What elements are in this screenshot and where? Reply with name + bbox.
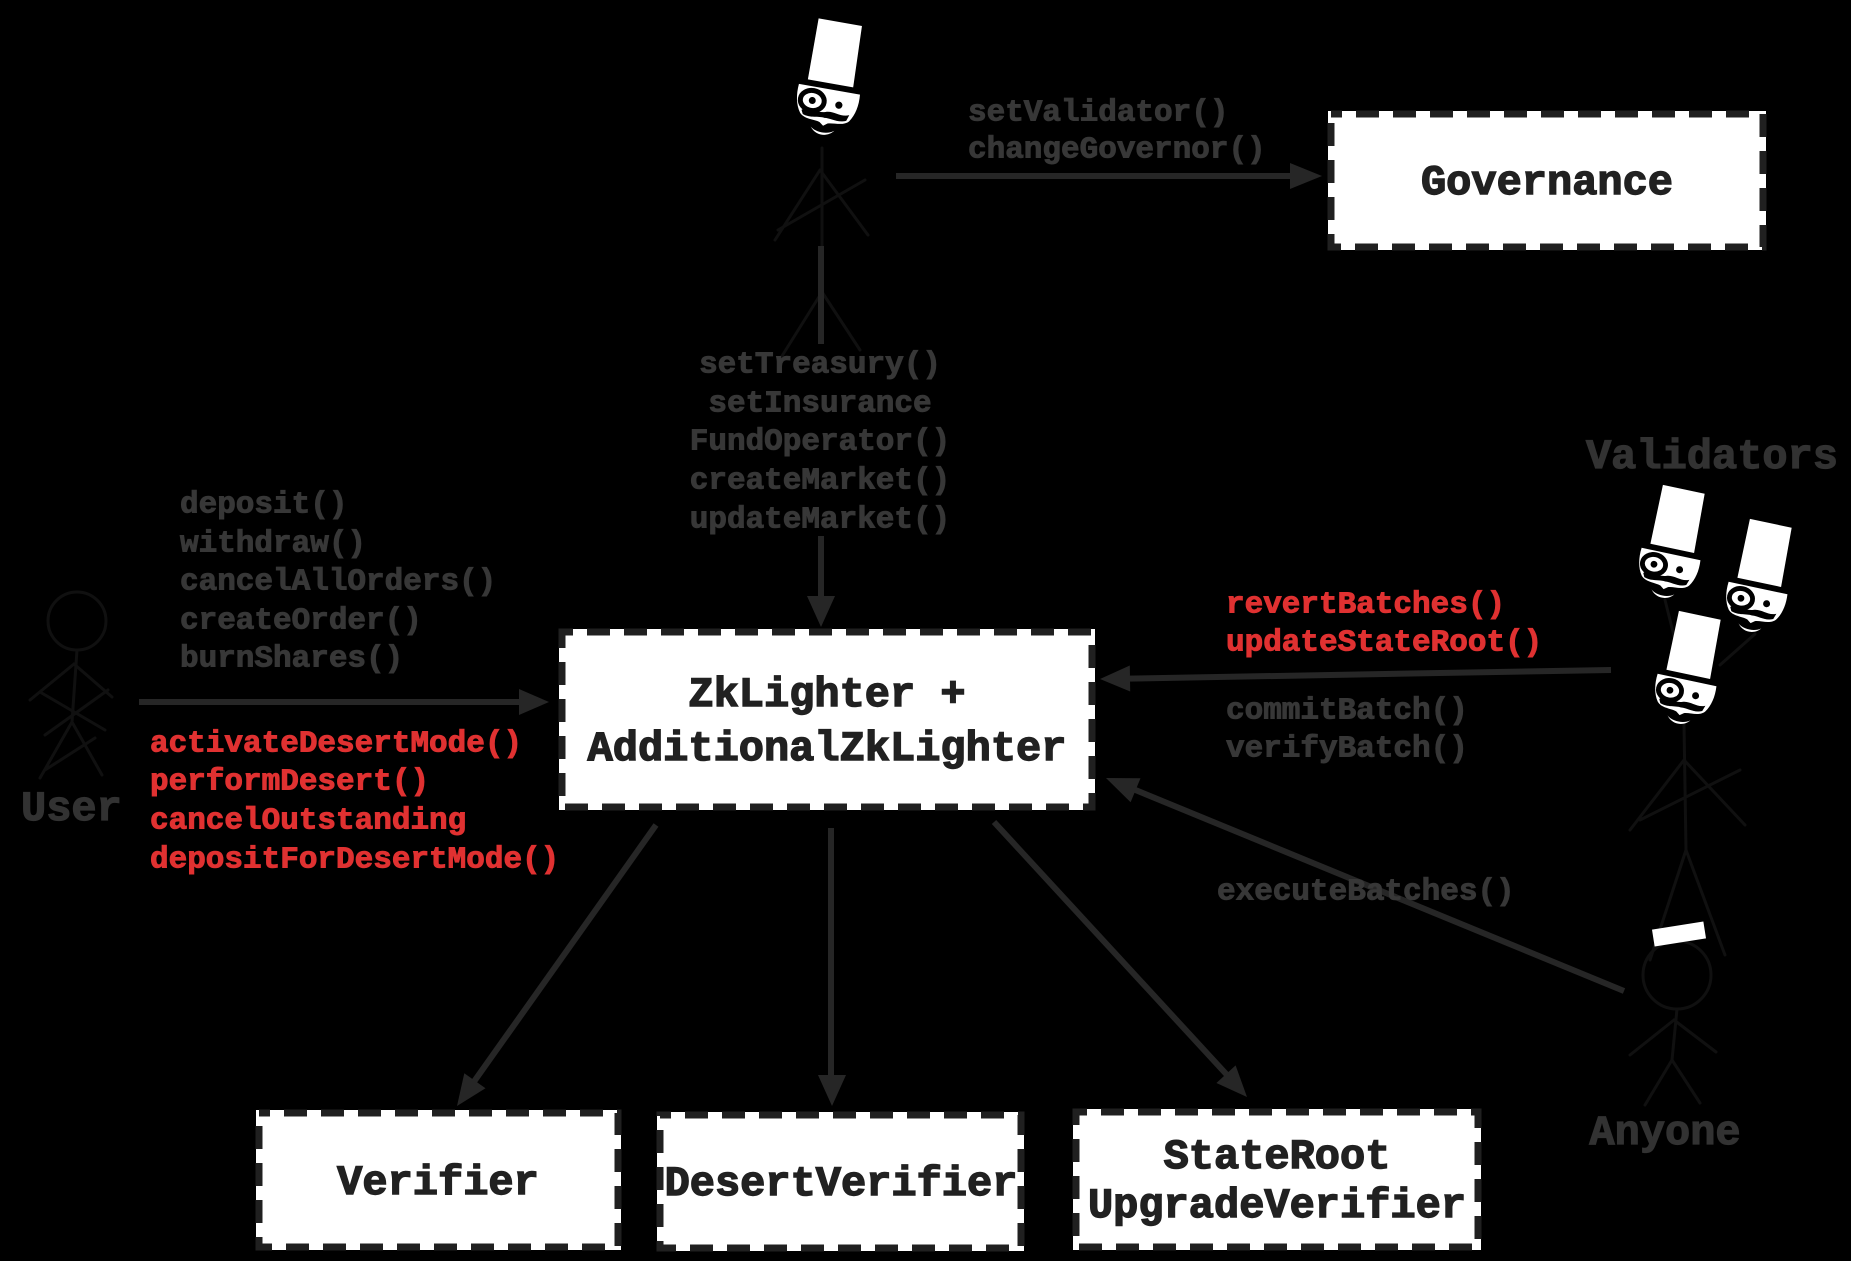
svg-text:depositForDesertMode(): depositForDesertMode() [150, 843, 559, 878]
svg-text:withdraw(): withdraw() [180, 527, 366, 562]
svg-text:performDesert(): performDesert() [150, 765, 429, 800]
svg-text:setValidator(): setValidator() [968, 96, 1228, 131]
svg-text:deposit(): deposit() [180, 488, 347, 523]
svg-text:ZkLighter +: ZkLighter + [688, 671, 965, 719]
svg-text:updateStateRoot(): updateStateRoot() [1226, 626, 1542, 661]
svg-text:commitBatch(): commitBatch() [1226, 694, 1468, 729]
svg-text:setTreasury(): setTreasury() [699, 348, 941, 383]
svg-text:cancelAllOrders(): cancelAllOrders() [180, 565, 496, 600]
svg-text:executeBatches(): executeBatches() [1217, 875, 1515, 910]
svg-text:StateRoot: StateRoot [1164, 1133, 1391, 1181]
svg-text:createOrder(): createOrder() [180, 604, 422, 639]
svg-text:createMarket(): createMarket() [690, 464, 950, 499]
svg-text:Anyone: Anyone [1589, 1109, 1740, 1157]
svg-text:cancelOutstanding: cancelOutstanding [150, 804, 466, 839]
svg-text:Validators: Validators [1586, 433, 1838, 481]
svg-text:verifyBatch(): verifyBatch() [1226, 732, 1468, 767]
svg-text:UpgradeVerifier: UpgradeVerifier [1088, 1182, 1466, 1230]
svg-text:DesertVerifier: DesertVerifier [665, 1160, 1018, 1208]
svg-text:updateMarket(): updateMarket() [690, 503, 950, 538]
svg-text:Governance: Governance [1421, 159, 1673, 207]
svg-text:burnShares(): burnShares() [180, 642, 403, 677]
svg-text:FundOperator(): FundOperator() [690, 425, 950, 460]
svg-text:Verifier: Verifier [337, 1159, 539, 1207]
svg-text:activateDesertMode(): activateDesertMode() [150, 727, 522, 762]
svg-text:changeGovernor(): changeGovernor() [968, 133, 1266, 168]
svg-text:setInsurance: setInsurance [708, 387, 931, 422]
svg-text:User: User [21, 785, 122, 833]
svg-text:revertBatches(): revertBatches() [1226, 588, 1505, 623]
svg-text:AdditionalZkLighter: AdditionalZkLighter [588, 725, 1067, 773]
